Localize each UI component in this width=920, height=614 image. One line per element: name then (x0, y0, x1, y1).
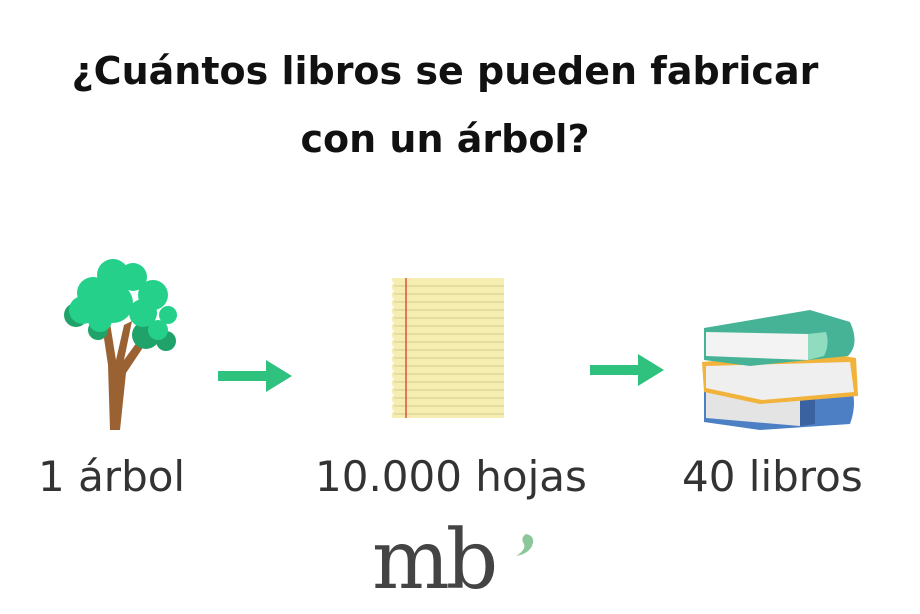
notepad-icon (390, 278, 504, 418)
paper-hole (390, 305, 394, 309)
logo: mb (372, 513, 498, 608)
step-label-books: 40 libros (682, 452, 863, 501)
paper-hole (390, 377, 394, 381)
paper-hole (390, 369, 394, 373)
paper-hole (390, 345, 394, 349)
paper-hole (390, 297, 394, 301)
paper-hole (390, 337, 394, 341)
paper-hole (390, 321, 394, 325)
paper-hole (390, 401, 394, 405)
paper-hole (390, 313, 394, 317)
paper-hole (390, 281, 394, 285)
paper-hole (390, 385, 394, 389)
paper-hole (390, 393, 394, 397)
step-label-sheets: 10.000 hojas (315, 452, 587, 501)
books-icon (702, 310, 858, 430)
paper-hole (390, 329, 394, 333)
logo-leaf-icon (516, 534, 534, 556)
paper-hole (390, 409, 394, 413)
tree-icon (64, 259, 177, 430)
title-line-1: ¿Cuántos libros se pueden fabricar (71, 49, 819, 93)
step-label-tree: 1 árbol (38, 452, 186, 501)
paper-hole (390, 361, 394, 365)
paper-hole (390, 289, 394, 293)
arrow-icon (590, 354, 664, 386)
arrow-icon (218, 360, 292, 392)
title-line-2: con un árbol? (300, 117, 590, 161)
paper-hole (390, 353, 394, 357)
